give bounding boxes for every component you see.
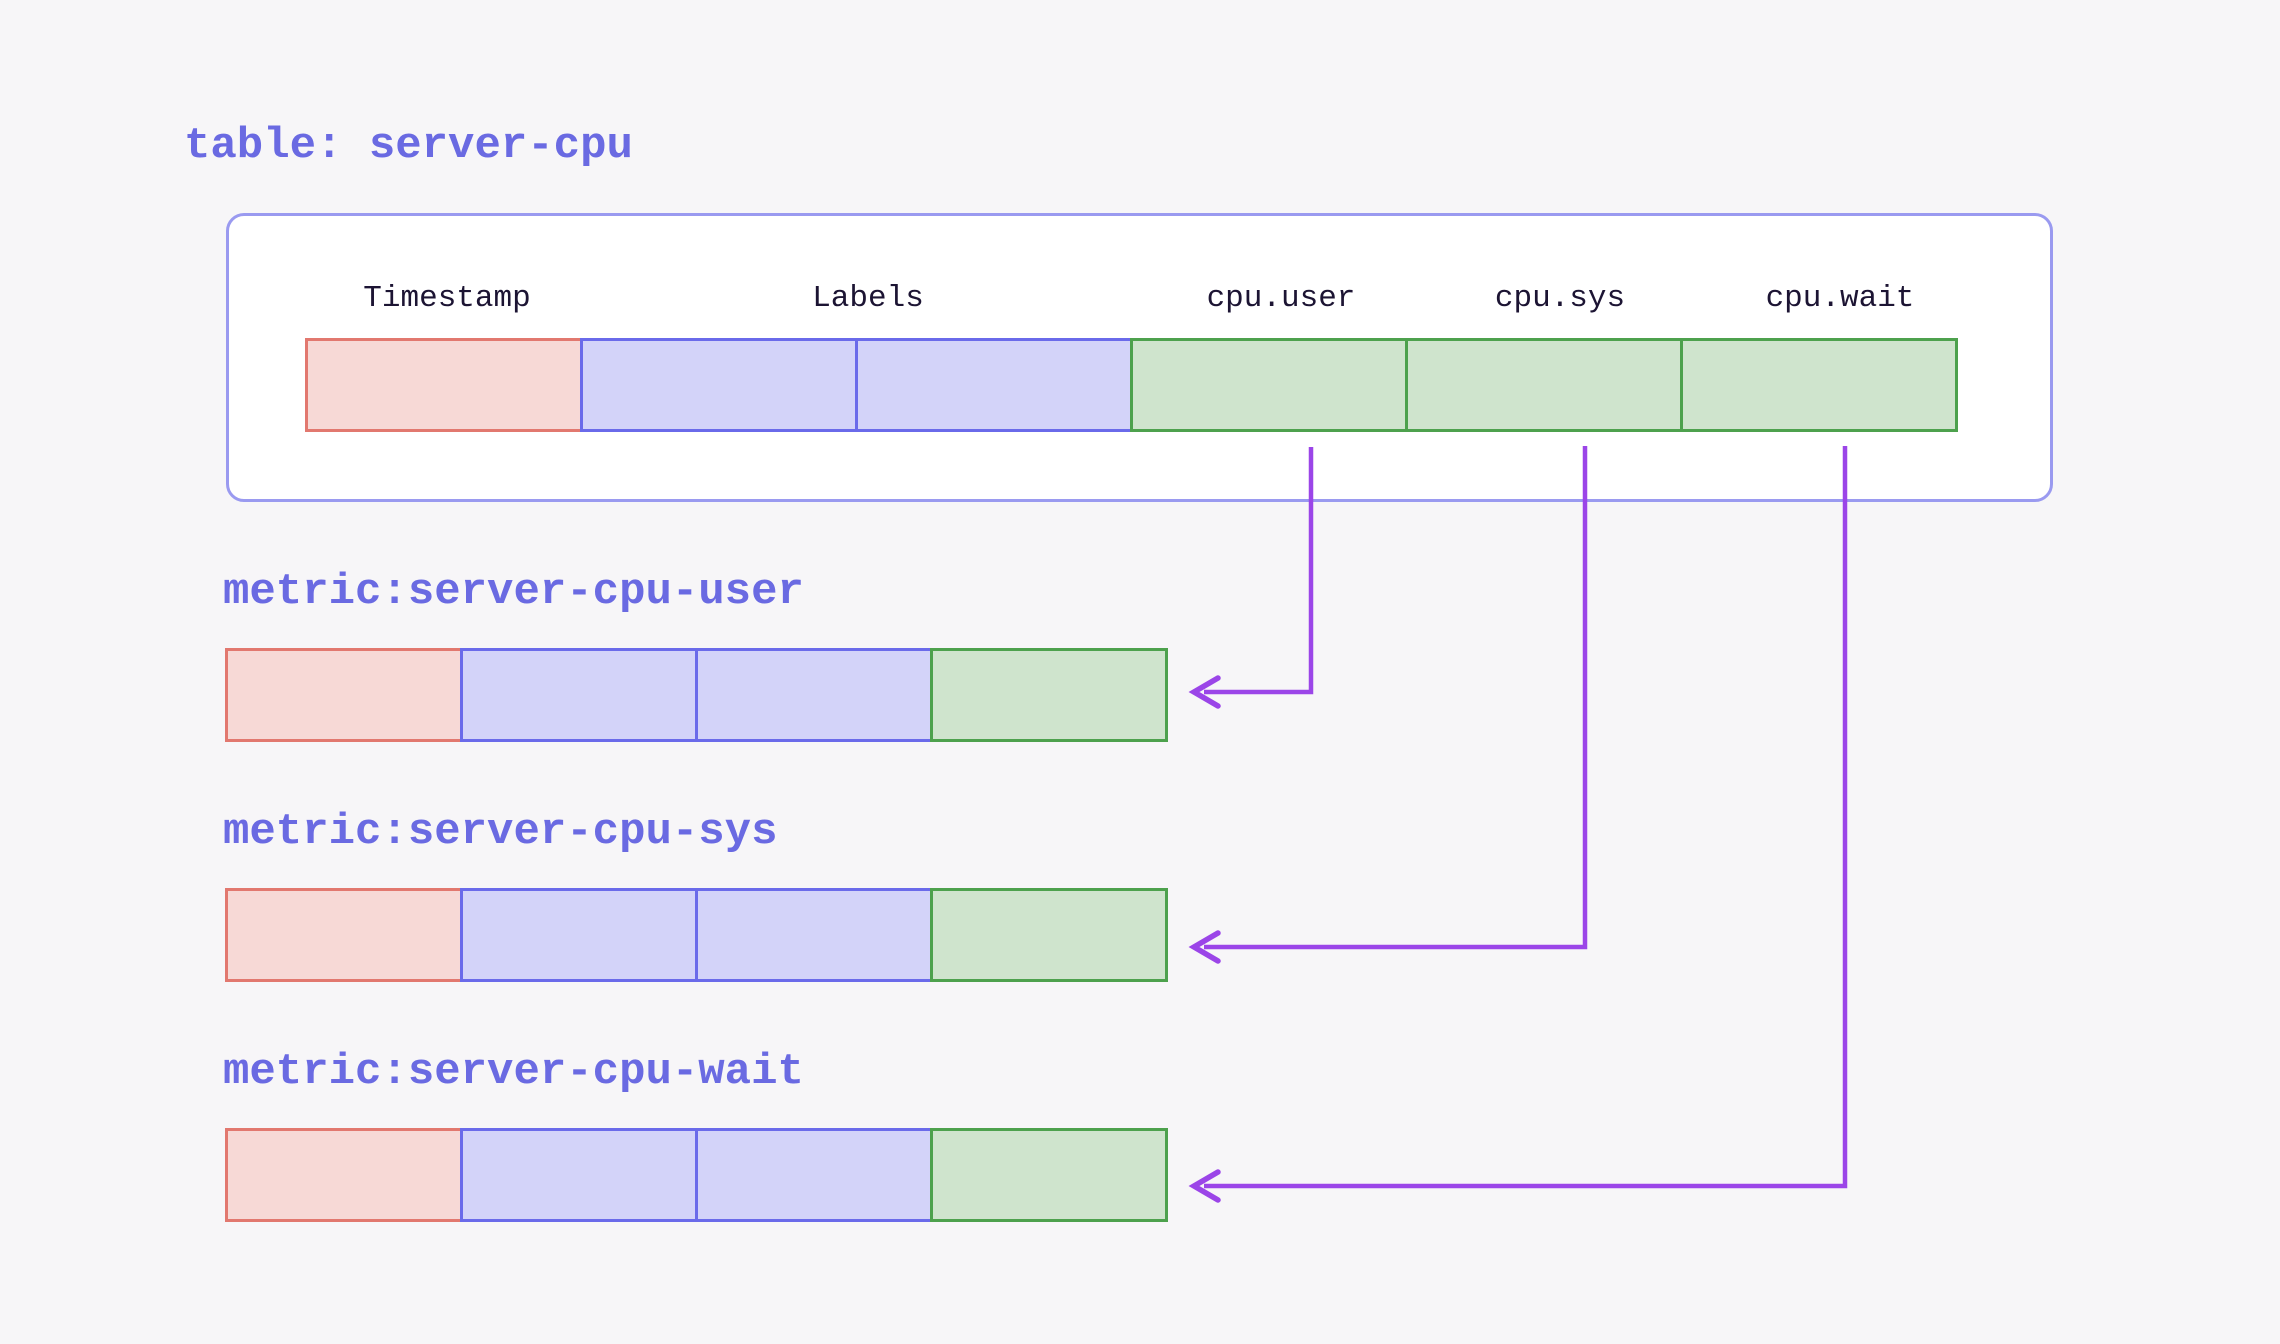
arrow-cpu-sys-to-metric [1188, 446, 1588, 964]
cell-timestamp [225, 648, 463, 742]
cell-field [1405, 338, 1683, 432]
cell-field [1680, 338, 1958, 432]
arrowhead-left-icon [1188, 930, 1221, 964]
cell-label [460, 1128, 698, 1222]
column-header-timestamp: Timestamp [363, 281, 531, 316]
cell-label [695, 888, 933, 982]
cell-label [695, 1128, 933, 1222]
cell-timestamp [305, 338, 583, 432]
column-header-cpu-user: cpu.user [1206, 281, 1356, 316]
arrowhead-left-icon [1188, 675, 1221, 709]
cell-label [580, 338, 858, 432]
table-title: table: server-cpu [184, 121, 633, 171]
metric-row-sys [225, 888, 1168, 982]
cell-field [1130, 338, 1408, 432]
cell-field [930, 648, 1168, 742]
column-header-cpu-wait: cpu.wait [1765, 281, 1915, 316]
cell-label [460, 888, 698, 982]
cell-label [695, 648, 933, 742]
cell-label [855, 338, 1133, 432]
metric-row-user [225, 648, 1168, 742]
metric-title-user: metric:server-cpu-user [223, 567, 804, 617]
cell-timestamp [225, 1128, 463, 1222]
arrowhead-left-icon [1188, 1169, 1221, 1203]
metric-title-wait: metric:server-cpu-wait [223, 1047, 804, 1097]
metric-title-sys: metric:server-cpu-sys [223, 807, 778, 857]
column-header-cpu-sys: cpu.sys [1494, 281, 1626, 316]
table-cell-row [305, 338, 1958, 432]
cell-field [930, 1128, 1168, 1222]
arrow-cpu-wait-to-metric [1188, 446, 1848, 1203]
cell-timestamp [225, 888, 463, 982]
metric-row-wait [225, 1128, 1168, 1222]
column-header-labels: Labels [812, 281, 924, 316]
cell-label [460, 648, 698, 742]
cell-field [930, 888, 1168, 982]
